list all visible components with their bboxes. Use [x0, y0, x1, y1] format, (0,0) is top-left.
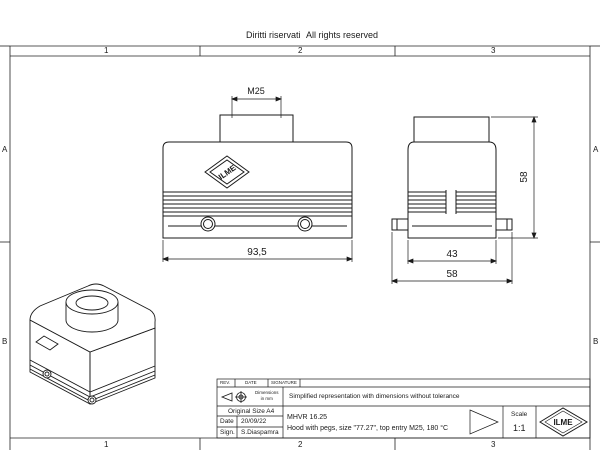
- projection-symbol-icon: [220, 391, 247, 403]
- dim-m25-label: M25: [247, 86, 265, 96]
- dim-m25: [231, 96, 282, 118]
- date-label: DATE: [245, 380, 257, 385]
- isometric-view: [29, 283, 156, 405]
- side-view: [391, 116, 513, 239]
- grid-row-a-left: A: [2, 145, 8, 154]
- ilme-logo-text: ILME: [553, 418, 573, 427]
- original-size: Original Size A4: [228, 408, 275, 415]
- front-logo-diamond: [204, 155, 250, 189]
- front-cable-entry: [219, 114, 294, 144]
- grid-col-2-bottom: 2: [298, 440, 303, 449]
- signature-label: SIGNATURE: [271, 380, 297, 385]
- grid-col-1-bottom: 1: [104, 440, 109, 449]
- grid-row-b-left: B: [2, 337, 8, 346]
- grid-col-1-top: 1: [104, 46, 109, 55]
- sign-caption: Sign.: [220, 429, 235, 436]
- dimensions-note: Dimensions in mm: [255, 390, 279, 401]
- date-caption: Date: [220, 418, 234, 425]
- rights-reserved-en: All rights reserved: [306, 30, 379, 40]
- front-view: [162, 114, 353, 239]
- dim-side-inner: [407, 240, 497, 264]
- tolerance-triangle-icon: [469, 409, 499, 435]
- rev-label: REV.: [220, 380, 231, 385]
- front-hood-body: [162, 141, 353, 239]
- dim-side-inner-label: 43: [446, 249, 458, 260]
- representation-note: Simplified representation with dimension…: [289, 393, 460, 400]
- side-cable-entry: [413, 116, 490, 146]
- side-peg-left: [391, 218, 409, 231]
- scale-label: Scale: [511, 411, 528, 418]
- grid-col-2-top: 2: [298, 46, 303, 55]
- dim-side-outer-label: 58: [446, 269, 458, 280]
- grid-col-3-top: 3: [491, 46, 496, 55]
- ilme-logo: [539, 407, 588, 437]
- grid-row-b-right: B: [593, 337, 599, 346]
- rights-reserved-it: Diritti riservati: [246, 30, 301, 40]
- part-description: Hood with pegs, size "77.27", top entry …: [287, 425, 449, 432]
- dim-side-height-label: 58: [519, 171, 530, 183]
- date-value: 20/09/22: [241, 418, 267, 425]
- scale-value: 1:1: [513, 423, 526, 433]
- dim-front-width-label: 93,5: [247, 247, 267, 258]
- dim-side-height: [491, 116, 538, 239]
- dim-front-width: [162, 240, 353, 262]
- sign-value: S.Diaspamra: [241, 429, 279, 436]
- side-hood-body: [407, 141, 497, 239]
- grid-row-a-right: A: [593, 145, 599, 154]
- dim-side-outer: [391, 232, 513, 284]
- part-code: MHVR 16.25: [287, 414, 328, 421]
- side-peg-right: [495, 218, 513, 231]
- title-block-grid: [216, 378, 591, 439]
- grid-col-3-bottom: 3: [491, 440, 496, 449]
